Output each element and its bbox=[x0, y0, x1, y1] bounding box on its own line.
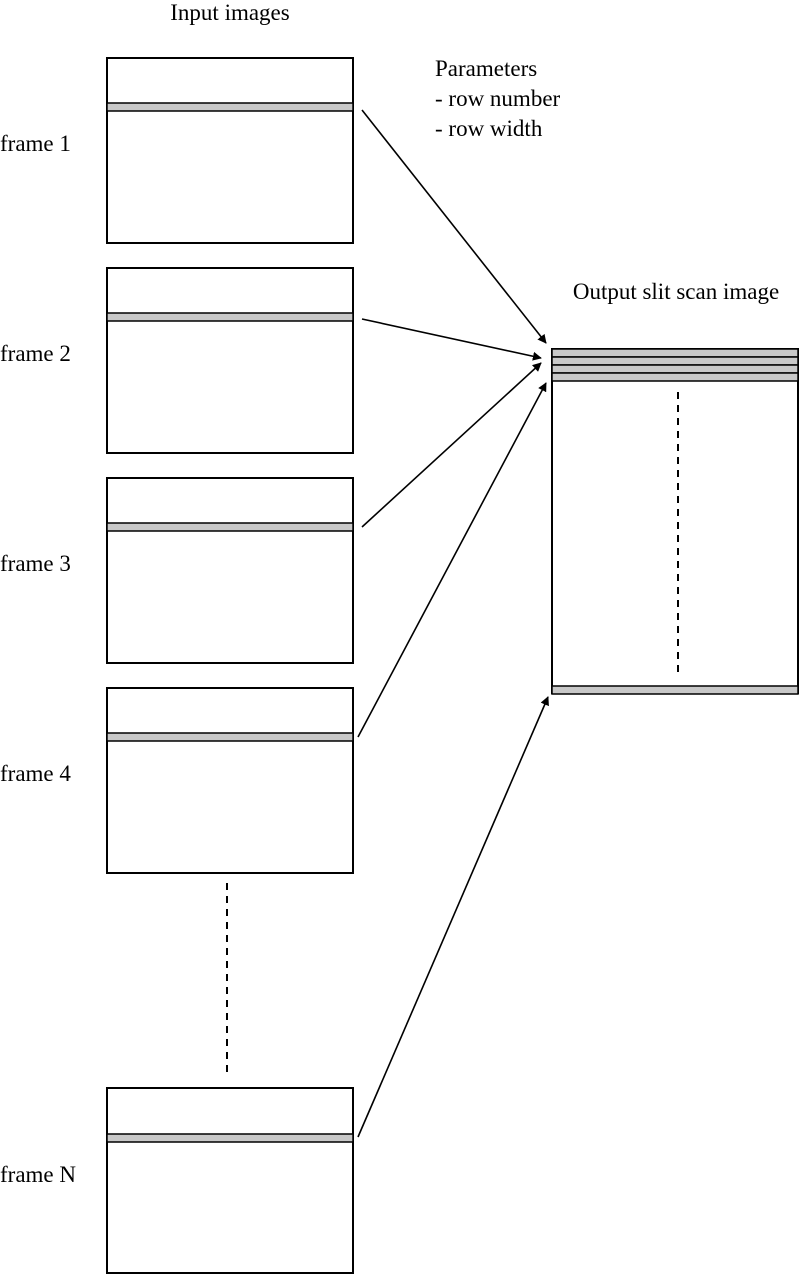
output-image-title: Output slit scan image bbox=[573, 279, 779, 304]
input-frame-4: frame 4 bbox=[0, 687, 354, 874]
output-slit-row-4 bbox=[551, 372, 799, 382]
frame-slit-row bbox=[106, 1133, 354, 1143]
frame-box bbox=[106, 687, 354, 874]
frame-label: frame 2 bbox=[0, 341, 71, 366]
frame-box bbox=[106, 477, 354, 664]
input-frame-2: frame 2 bbox=[0, 267, 354, 454]
frame-label: frame 3 bbox=[0, 551, 71, 576]
frame-label: frame 4 bbox=[0, 761, 71, 786]
output-box bbox=[551, 348, 799, 694]
arrow-frame-2-to-output bbox=[361, 318, 542, 361]
arrow-frame-n-to-output bbox=[357, 696, 549, 1138]
parameter-row-number: - row number bbox=[435, 86, 561, 111]
output-slit-row-1 bbox=[551, 348, 799, 358]
input-frame-3: frame 3 bbox=[0, 477, 354, 664]
output-slit-row-n bbox=[551, 685, 799, 695]
frame-slit-row bbox=[106, 102, 354, 112]
frame-slit-row bbox=[106, 522, 354, 532]
frame-label: frame 1 bbox=[0, 131, 71, 156]
input-frame-1: frame 1 bbox=[0, 57, 354, 244]
parameters-title: Parameters bbox=[435, 56, 537, 81]
arrow-frame-3-to-output bbox=[361, 362, 542, 528]
frame-box bbox=[106, 1087, 354, 1274]
input-frame-n: frame N bbox=[0, 1087, 354, 1274]
frame-slit-row bbox=[106, 732, 354, 742]
input-images-title: Input images bbox=[170, 0, 289, 25]
output-slit-row-3 bbox=[551, 364, 799, 374]
frame-box bbox=[106, 267, 354, 454]
output-slit-scan-image bbox=[551, 348, 799, 695]
frame-box bbox=[106, 57, 354, 244]
frame-slit-row bbox=[106, 312, 354, 322]
output-slit-row-2 bbox=[551, 356, 799, 366]
frame-label: frame N bbox=[0, 1162, 76, 1187]
parameter-row-width: - row width bbox=[435, 116, 543, 141]
arrow-frame-4-to-output bbox=[357, 382, 547, 738]
arrow-frame-1-to-output bbox=[361, 109, 547, 344]
